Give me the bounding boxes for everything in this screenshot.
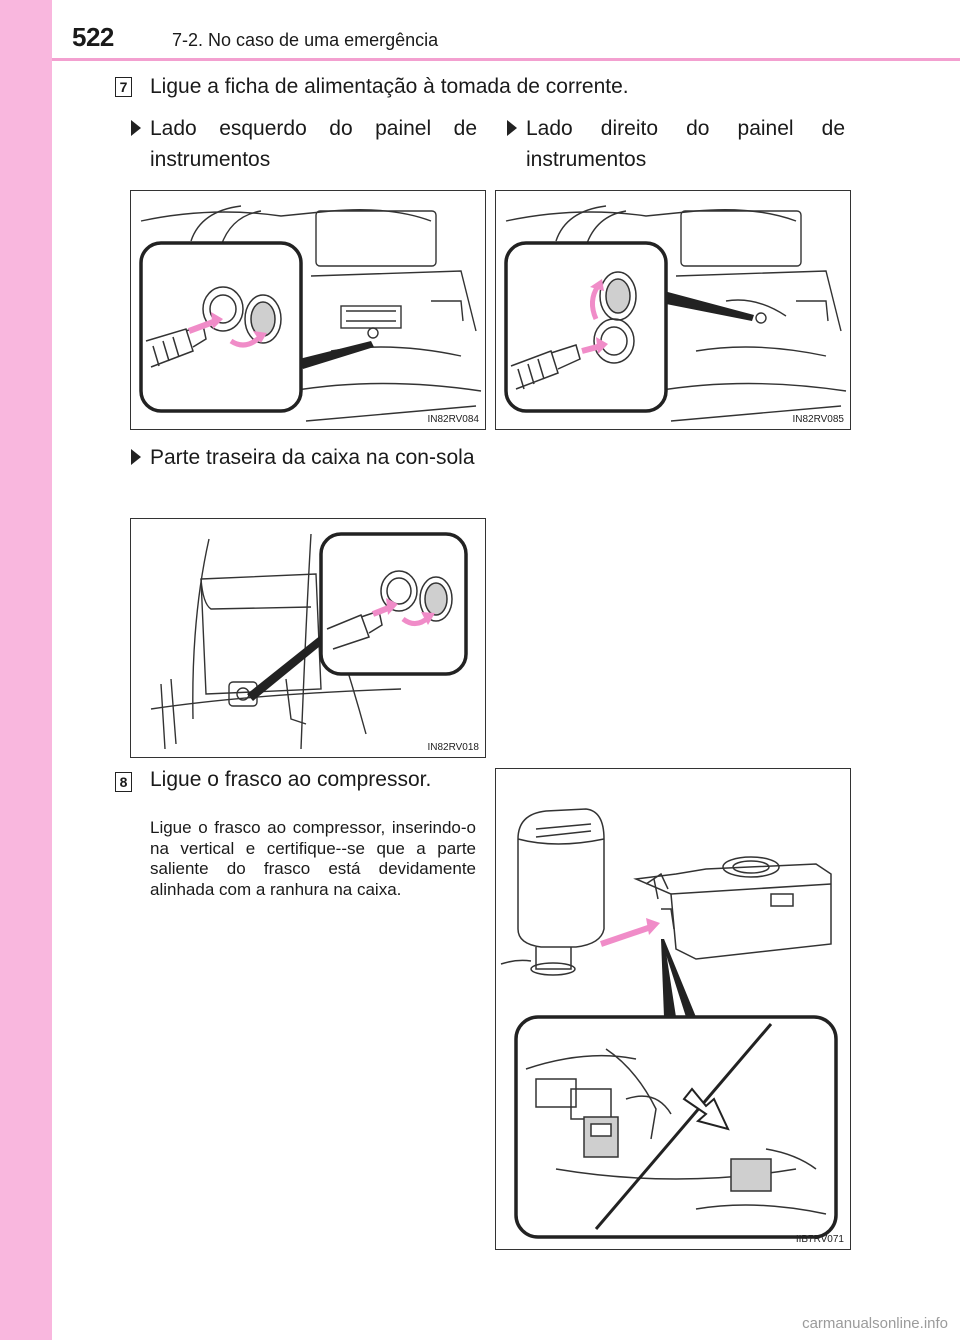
console-rear-illustration xyxy=(150,532,468,750)
figure-right-panel-outlet: IN82RV085 xyxy=(495,190,851,430)
figure-code: IIB7RV071 xyxy=(795,1234,844,1245)
compressor-illustration xyxy=(500,808,838,1239)
step-7-text: Ligue a ficha de alimentação à tomada de… xyxy=(150,75,629,98)
figure-code: IN82RV084 xyxy=(427,414,479,425)
figure-code: IN82RV018 xyxy=(427,742,479,753)
bullet-console-rear: Parte traseira da caixa na con-sola xyxy=(131,442,477,473)
figure-code: IN82RV085 xyxy=(792,414,844,425)
page-number: 522 xyxy=(72,22,114,52)
figure-console-rear-outlet: IN82RV018 xyxy=(130,518,486,758)
section-title: 7-2. No caso de uma emergência xyxy=(172,30,439,50)
bullet-right-panel: Lado direito do painel de instrumentos xyxy=(507,113,845,175)
step-8-text: Ligue o frasco ao compressor. xyxy=(150,768,432,791)
page-sidebar xyxy=(0,0,52,1340)
dashboard-left-illustration xyxy=(139,205,482,422)
dashboard-right-illustration xyxy=(504,205,847,422)
step-7-badge: 7 xyxy=(115,77,132,97)
figure-bottle-compressor: IIB7RV071 xyxy=(495,768,851,1250)
figure-left-panel-outlet: IN82RV084 xyxy=(130,190,486,430)
step-8-badge: 8 xyxy=(115,772,132,792)
footer-watermark: carmanualsonline.info xyxy=(802,1315,948,1332)
step-8-body: Ligue o frasco ao compressor, inserindo-… xyxy=(150,818,476,899)
header-rule xyxy=(52,58,960,61)
bullet-arrow-icon xyxy=(131,120,141,136)
bullet-arrow-icon xyxy=(507,120,517,136)
bullet-left-panel: Lado esquerdo do painel de instrumentos xyxy=(131,113,477,175)
bullet-arrow-icon xyxy=(131,449,141,465)
